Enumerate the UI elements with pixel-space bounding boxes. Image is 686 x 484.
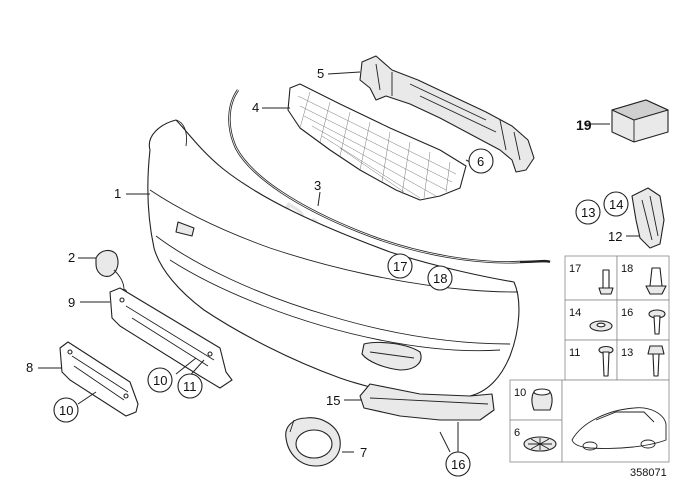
callout-labels: 5 4 6 3 1 2 9 8 10 11 10 17 18 15 7 16 1… [26,66,629,477]
callout-15: 15 [326,393,340,408]
part-1-bumper-shell [147,119,520,398]
callout-17: 17 [393,259,407,274]
part-2-tow-hook-cover [95,249,128,296]
callout-8: 8 [26,360,33,375]
part-15-spoiler-lip [359,383,495,421]
small-parts-grid [509,255,670,463]
grid-label-14: 14 [569,307,581,319]
callout-3: 3 [314,178,321,193]
part-4-grille [287,83,467,201]
part-19-repair-kit [611,99,669,143]
grid-label-10: 10 [514,387,526,399]
grid-label-16: 16 [621,307,633,319]
callout-10a: 10 [153,373,167,388]
grid-label-11: 11 [569,347,580,359]
callout-9: 9 [68,295,75,310]
callout-12: 12 [608,229,622,244]
part-12-side-bracket [631,187,665,249]
callout-19: 19 [576,117,592,133]
callout-11: 11 [183,379,197,394]
grid-label-6: 6 [514,427,520,439]
reference-number: 358071 [630,467,667,479]
part-7-fog-light-ring [285,417,341,467]
callout-5: 5 [317,66,324,81]
part-3-rubber-strip [228,89,551,264]
callout-1: 1 [114,186,121,201]
callout-13: 13 [581,205,595,220]
grid-label-17: 17 [569,263,581,275]
callout-18: 18 [433,271,447,286]
callout-4: 4 [252,100,259,115]
grid-label-18: 18 [621,263,633,275]
grid-labels: 17 18 14 16 11 13 10 6 [514,263,633,439]
callout-16: 16 [451,457,465,472]
callout-6: 6 [477,154,484,169]
callout-2: 2 [68,250,75,265]
part-5-carrier-bracket [359,55,535,173]
grid-label-13: 13 [621,347,633,359]
callout-14: 14 [609,197,623,212]
callout-10b: 10 [59,403,73,418]
part-8-plate-bracket [59,341,139,417]
callout-7: 7 [360,445,367,460]
